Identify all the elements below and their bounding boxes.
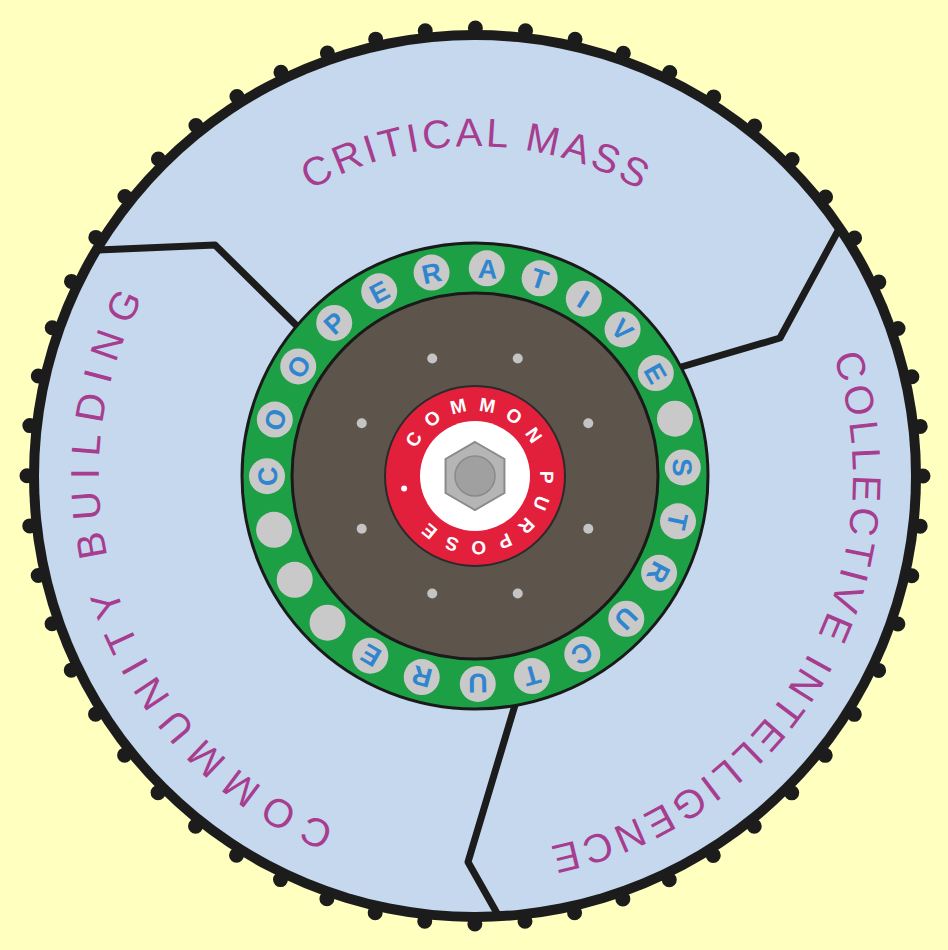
- bolt-dot: [583, 524, 593, 534]
- text-path: COMMON PURPOSE: [401, 394, 557, 559]
- bolt-dot: [513, 588, 523, 598]
- outer-segment: CRITICAL MASS: [285, 101, 665, 205]
- bolt-dot: [583, 418, 593, 428]
- green-ring: [242, 243, 708, 709]
- letter-bead: [310, 605, 346, 641]
- hub-disk: [292, 293, 658, 659]
- letter-bead: [256, 512, 292, 548]
- bolt-dot: [357, 418, 367, 428]
- bead-group: [249, 250, 701, 702]
- text-path: COOPERATIVE STRUCTURE: [253, 254, 697, 698]
- bolt-dot: [357, 524, 367, 534]
- segment-label: CRITICAL MASS: [293, 110, 656, 197]
- bolt-dot: [427, 354, 437, 364]
- axle: [455, 456, 495, 496]
- segment-divider: [681, 229, 839, 367]
- bolt-dot: [427, 588, 437, 598]
- gear-teeth: [27, 28, 923, 924]
- structure-ring: COOPERATIVE STRUCTURECOMMON PURPOSE: [242, 243, 708, 709]
- purpose-ring-shape: COMMON PURPOSE: [385, 386, 565, 566]
- wheel-face: [39, 40, 911, 912]
- segment-divider: [468, 705, 515, 915]
- bolt-dot: [513, 354, 523, 364]
- separator-dot: [401, 486, 407, 492]
- red-ring: [385, 386, 565, 566]
- outer-segment-shape: CRITICAL MASS: [285, 101, 665, 205]
- white-hub: [420, 421, 530, 531]
- ring-label: COOPERATIVE STRUCTURE: [253, 254, 697, 698]
- text-path: CRITICAL MASS: [293, 110, 656, 197]
- letter-bead: [277, 562, 313, 598]
- hex-nut: [446, 442, 505, 510]
- ring-label: COMMON PURPOSE: [401, 394, 557, 559]
- purpose-ring: COMMON PURPOSE: [385, 386, 565, 566]
